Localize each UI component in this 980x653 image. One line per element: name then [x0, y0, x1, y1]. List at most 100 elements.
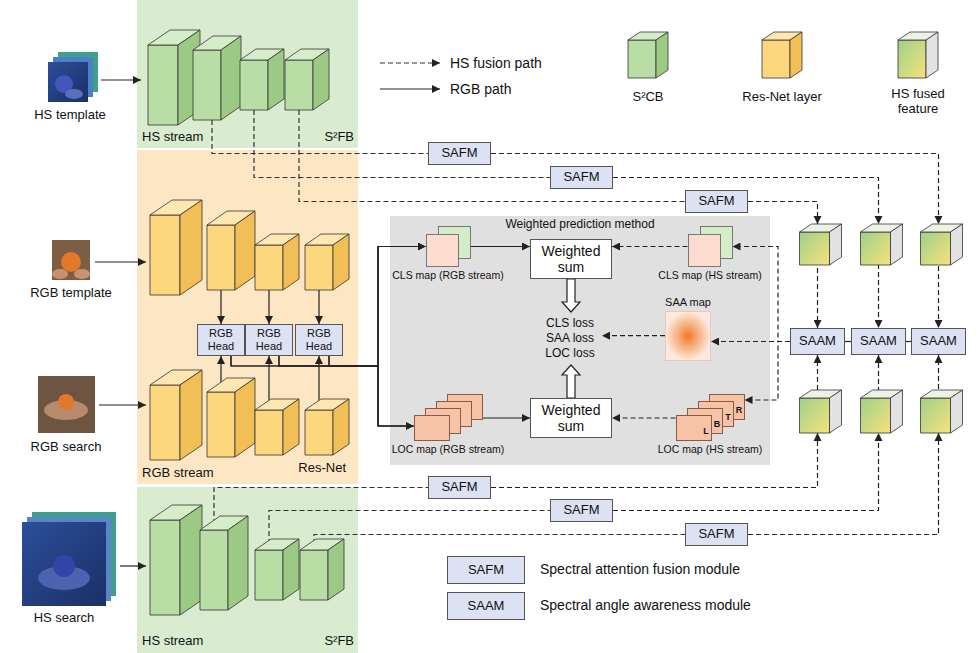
fused-feature-cube [861, 398, 891, 433]
fusion-wire [212, 110, 685, 544]
map-shape [665, 311, 711, 361]
fusion-wire [299, 110, 685, 202]
stream-band-fill [137, 487, 358, 653]
fusion-wire [212, 120, 428, 154]
hs-feature-cube [328, 539, 344, 600]
map-layer [666, 311, 711, 360]
side-letter: L [701, 426, 711, 437]
map-caption: LOC map (RGB stream) [392, 443, 505, 455]
hs-template-image [48, 52, 98, 102]
map-caption: LOC map (HS stream) [658, 443, 762, 455]
connector [471, 246, 531, 247]
resnet-layer-cube [207, 392, 235, 457]
map-item: CLS map (RGB stream) [390, 226, 506, 281]
head-box: RGB Head [295, 324, 343, 356]
connector [733, 247, 791, 342]
band-label: S²FB [324, 130, 354, 145]
map-layer [414, 416, 449, 441]
connector [745, 342, 791, 401]
map-icon [665, 311, 711, 361]
head-input-arrow [220, 290, 221, 324]
image-caption: RGB template [30, 286, 112, 301]
hs-feature-cube [180, 505, 202, 615]
prediction-panel-fill [390, 216, 770, 465]
box-label: SAAM [860, 334, 897, 349]
rgb-search-image [58, 394, 74, 410]
box-label: SAFM [563, 170, 599, 185]
fused-arrowhead [814, 216, 822, 224]
band-label: HS stream [142, 634, 203, 649]
fusion-wire [314, 535, 685, 545]
module-box: SAAM [790, 328, 845, 355]
resnet-layer-cube [333, 399, 349, 455]
image-caption: RGB search [31, 440, 102, 455]
map-layer [676, 416, 711, 441]
fused-arrowhead [935, 216, 943, 224]
band-label: Res-Net [298, 461, 346, 476]
connector [612, 246, 688, 247]
input-arrow [120, 565, 146, 566]
hs-template-image [48, 62, 88, 102]
connector [483, 417, 531, 418]
legend-path-sample [380, 88, 440, 89]
box-label: SAFM [441, 480, 477, 495]
resnet-layer-cube [283, 399, 299, 455]
connector [748, 355, 939, 535]
legend-label: HS fusion path [450, 55, 542, 71]
module-box: SAAM [911, 328, 966, 355]
input-arrow [95, 80, 146, 566]
module-box: SAFM [685, 523, 748, 546]
module-box: SAFM [428, 142, 491, 165]
resnet-layer-cube [305, 410, 333, 455]
fusion-wire [269, 511, 550, 545]
map-item: SAA map [660, 296, 716, 361]
hs-feature-cube [268, 49, 284, 110]
stream-band: RGB streamRes-NetRGB HeadRGB HeadRGB Hea… [137, 150, 358, 484]
legend-box: SAAM [447, 592, 525, 620]
legend-label: HS fused feature [885, 87, 951, 117]
hs-feature-cube [200, 530, 228, 610]
box-label: Weighted sum [535, 243, 607, 275]
sum-box: Weighted sum [530, 398, 612, 438]
module-box: SAAM [851, 328, 906, 355]
legend-label: Res-Net layer [732, 90, 832, 105]
stream-band-fill [137, 150, 358, 484]
head-input-arrow [318, 356, 319, 405]
map-caption: CLS map (RGB stream) [392, 269, 503, 281]
connector [613, 178, 879, 329]
map-item: CLS map (HS stream) [655, 226, 765, 281]
box-label: RGB Head [202, 327, 240, 352]
resnet-layer-cube [790, 32, 802, 78]
hs-feature-cube [300, 550, 328, 600]
hs-feature-cube [148, 45, 178, 125]
hs-feature-cube [148, 30, 668, 615]
loss-list: CLS loss SAA loss LOC loss [538, 312, 602, 365]
rgb-search-image [38, 376, 95, 433]
head-input-arrow [268, 290, 269, 324]
loss-label: CLS loss SAA loss LOC loss [538, 316, 602, 361]
hs-search-image [22, 522, 106, 606]
band-label: Weighted prediction method [390, 218, 770, 232]
connector [613, 355, 879, 511]
map-caption: CLS map (HS stream) [658, 269, 761, 281]
box-label: SAAM [920, 334, 957, 349]
prediction-panel: Weighted prediction methodCLS map (RGB s… [390, 216, 770, 465]
rgb-template-image [52, 269, 68, 279]
fused-arrowhead [935, 433, 943, 441]
hs-feature-cube [150, 520, 180, 615]
box-label: RGB Head [250, 327, 288, 352]
fused-feature-cube [891, 390, 903, 433]
fused-feature-cube [800, 232, 830, 265]
resnet-layer-cube [255, 410, 283, 455]
resnet-layer-cube [235, 211, 255, 290]
sum-box: Weighted sum [530, 239, 612, 279]
head-input-arrow [318, 290, 319, 324]
map-icon [676, 394, 745, 441]
fused-feature-cube [800, 398, 830, 433]
input-arrow [95, 261, 146, 262]
fused-feature-cube [951, 390, 963, 433]
legend-box: SAFM [447, 556, 525, 584]
legend-path-sample [380, 62, 440, 63]
box-label: SAFM [441, 146, 477, 161]
